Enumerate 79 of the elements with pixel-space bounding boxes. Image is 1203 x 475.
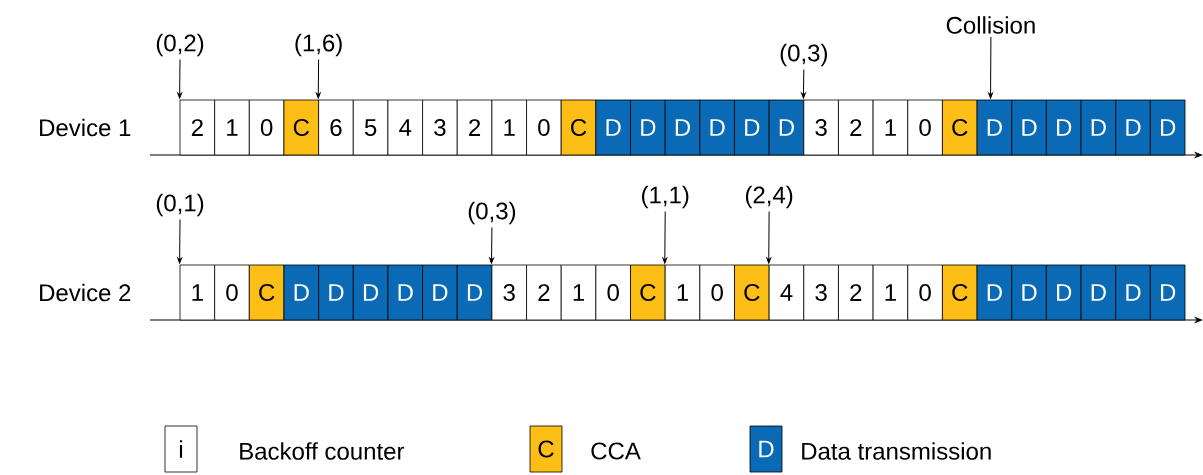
arrow [489, 226, 494, 264]
slot-cell: D [595, 99, 631, 156]
slot-cell: 1 [560, 264, 597, 321]
slot-cell: D [664, 99, 701, 156]
legend-label: CCA [591, 442, 641, 460]
slot-cell: 0 [907, 264, 943, 321]
slot-cell: C [942, 99, 978, 156]
slot-cell: 1 [214, 99, 250, 156]
arrow [177, 58, 183, 99]
slot-cell: D [976, 99, 1013, 156]
event-label: (0,3) [468, 201, 516, 225]
arrow [801, 68, 806, 99]
event-label: Collision [946, 16, 1035, 34]
event-label: (1,6) [295, 33, 342, 57]
slot-cell: 0 [214, 264, 250, 321]
slot-cell: 2 [179, 99, 216, 156]
slot-cell: D [1046, 99, 1082, 156]
slot-cell: 1 [664, 264, 701, 321]
slot-cell: 5 [352, 99, 389, 156]
event-label: (0,2) [156, 33, 204, 57]
arrow [988, 36, 993, 99]
slot-cell: 4 [387, 99, 423, 156]
slot-cell: 2 [456, 99, 493, 156]
slot-cell: D [1149, 99, 1186, 156]
slot-cell: D [387, 264, 423, 321]
slot-cell: D [456, 264, 493, 321]
slot-cell: 2 [838, 99, 874, 156]
slot-cell: C [734, 264, 770, 321]
slot-cell: D [1046, 264, 1082, 321]
slot-cell: D [630, 99, 666, 156]
row-label: Device 1 [40, 118, 131, 137]
arrow [766, 210, 772, 264]
slot-cell: D [1149, 264, 1186, 321]
slot-cell: 4 [768, 264, 805, 321]
slot-cell: D [699, 99, 735, 156]
slot-cell: D [318, 264, 354, 321]
arrow [177, 218, 183, 264]
slot-cell: 3 [422, 99, 458, 156]
slot-cell: D [976, 264, 1013, 321]
slot-cell: D [1080, 99, 1117, 156]
event-label: (0,1) [156, 193, 204, 217]
slot-cell: D [734, 99, 770, 156]
slot-cell: 1 [179, 264, 216, 321]
slot-cell: D [1011, 264, 1047, 321]
slot-cell: D [352, 264, 389, 321]
arrow [315, 58, 321, 99]
slot-cell: D [1011, 99, 1047, 156]
slot-cell: 2 [838, 264, 874, 321]
slot-cell: D [1115, 99, 1151, 156]
slot-cell: 1 [872, 264, 909, 321]
event-label: (0,3) [780, 43, 827, 67]
slot-cell: D [1080, 264, 1117, 321]
slot-cell: D [768, 99, 805, 156]
slot-cell: 6 [318, 99, 354, 156]
legend-label: Backoff counter [240, 442, 405, 460]
slot-cell: C [560, 99, 597, 156]
slot-cell: 3 [803, 99, 839, 156]
slot-cell: 0 [526, 99, 562, 156]
slot-cell: D [283, 264, 319, 321]
event-label: (1,1) [642, 185, 689, 209]
slot-cell: 0 [699, 264, 735, 321]
slot-cell: C [942, 264, 978, 321]
slot-cell: D [422, 264, 458, 321]
slot-cell: C [248, 264, 285, 321]
slot-cell: 3 [491, 264, 527, 321]
legend-label: Data transmission [802, 442, 991, 460]
event-label: (2,4) [745, 185, 793, 209]
arrow [662, 210, 668, 264]
slot-cell: C [630, 264, 666, 321]
slot-cell: 1 [491, 99, 527, 156]
slot-cell: 0 [907, 99, 943, 156]
slot-cell: 2 [526, 264, 562, 321]
slot-cell: C [283, 99, 319, 156]
slot-cell: 1 [872, 99, 909, 156]
slot-cell: D [1115, 264, 1151, 321]
slot-cell: 0 [248, 99, 285, 156]
row-label: Device 2 [40, 283, 131, 302]
slot-cell: 3 [803, 264, 839, 321]
slot-cell: 0 [595, 264, 631, 321]
